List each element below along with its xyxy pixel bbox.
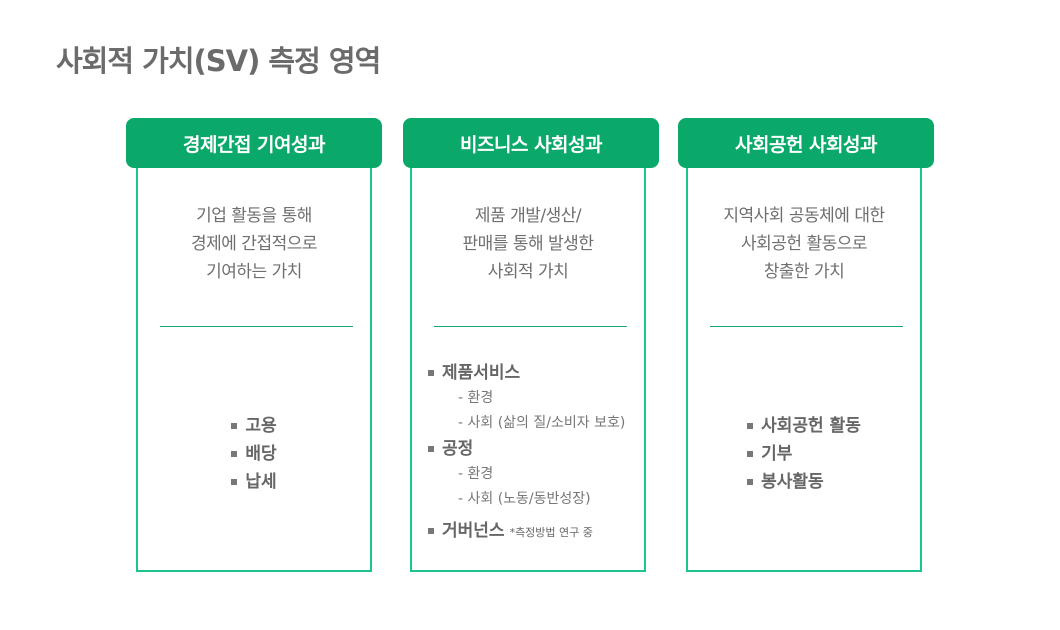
- item-list: 고용 배당 납세: [138, 412, 370, 496]
- card-body: 제품 개발/생산/ 판매를 통해 발생한 사회적 가치 제품서비스 - 환경 -…: [410, 168, 646, 572]
- square-bullet-icon: [231, 451, 238, 457]
- list-item: 봉사활동: [747, 468, 861, 496]
- card-header: 비즈니스 사회성과: [403, 118, 659, 168]
- list-item: 거버넌스*측정방법 연구 중: [428, 516, 644, 546]
- divider: [710, 326, 903, 327]
- list-item: 고용: [231, 412, 277, 440]
- page-title: 사회적 가치(SV) 측정 영역: [56, 44, 381, 78]
- card-business-social: 비즈니스 사회성과 제품 개발/생산/ 판매를 통해 발생한 사회적 가치 제품…: [403, 118, 659, 572]
- square-bullet-icon: [747, 423, 754, 429]
- divider: [160, 326, 353, 327]
- card-economic-contribution: 경제간접 기여성과 기업 활동을 통해 경제에 간접적으로 기여하는 가치 고용…: [126, 118, 382, 572]
- list-item: 사회공헌 활동: [747, 412, 861, 440]
- square-bullet-icon: [747, 479, 754, 485]
- sub-item: - 사회 (노동/동반성장): [458, 491, 591, 507]
- item-list: 제품서비스 - 환경 - 사회 (삶의 질/소비자 보호) 공정 - 환경 - …: [428, 360, 644, 546]
- square-bullet-icon: [428, 446, 434, 452]
- card-social-contribution: 사회공헌 사회성과 지역사회 공동체에 대한 사회공헌 활동으로 창출한 가치 …: [678, 118, 934, 572]
- square-bullet-icon: [231, 479, 238, 485]
- card-description: 지역사회 공동체에 대한 사회공헌 활동으로 창출한 가치: [723, 206, 885, 282]
- square-bullet-icon: [747, 451, 754, 457]
- sub-item: - 환경: [458, 466, 494, 482]
- card-body: 지역사회 공동체에 대한 사회공헌 활동으로 창출한 가치 사회공헌 활동 기부…: [686, 168, 922, 572]
- card-header: 경제간접 기여성과: [126, 118, 382, 168]
- note: *측정방법 연구 중: [509, 526, 593, 539]
- square-bullet-icon: [428, 370, 434, 376]
- square-bullet-icon: [231, 423, 238, 429]
- list-item: 제품서비스: [428, 360, 644, 386]
- card-description: 기업 활동을 통해 경제에 간접적으로 기여하는 가치: [190, 206, 318, 282]
- item-list: 사회공헌 활동 기부 봉사활동: [688, 412, 920, 496]
- divider: [434, 326, 627, 327]
- sub-item: - 환경: [458, 390, 494, 406]
- card-header: 사회공헌 사회성과: [678, 118, 934, 168]
- list-item: 배당: [231, 440, 277, 468]
- list-item: 기부: [747, 440, 861, 468]
- sub-item: - 사회 (삶의 질/소비자 보호): [458, 415, 626, 431]
- square-bullet-icon: [428, 528, 434, 534]
- card-description: 제품 개발/생산/ 판매를 통해 발생한 사회적 가치: [462, 206, 594, 282]
- list-item: 납세: [231, 468, 277, 496]
- card-body: 기업 활동을 통해 경제에 간접적으로 기여하는 가치 고용 배당 납세: [136, 168, 372, 572]
- list-item: 공정: [428, 436, 644, 462]
